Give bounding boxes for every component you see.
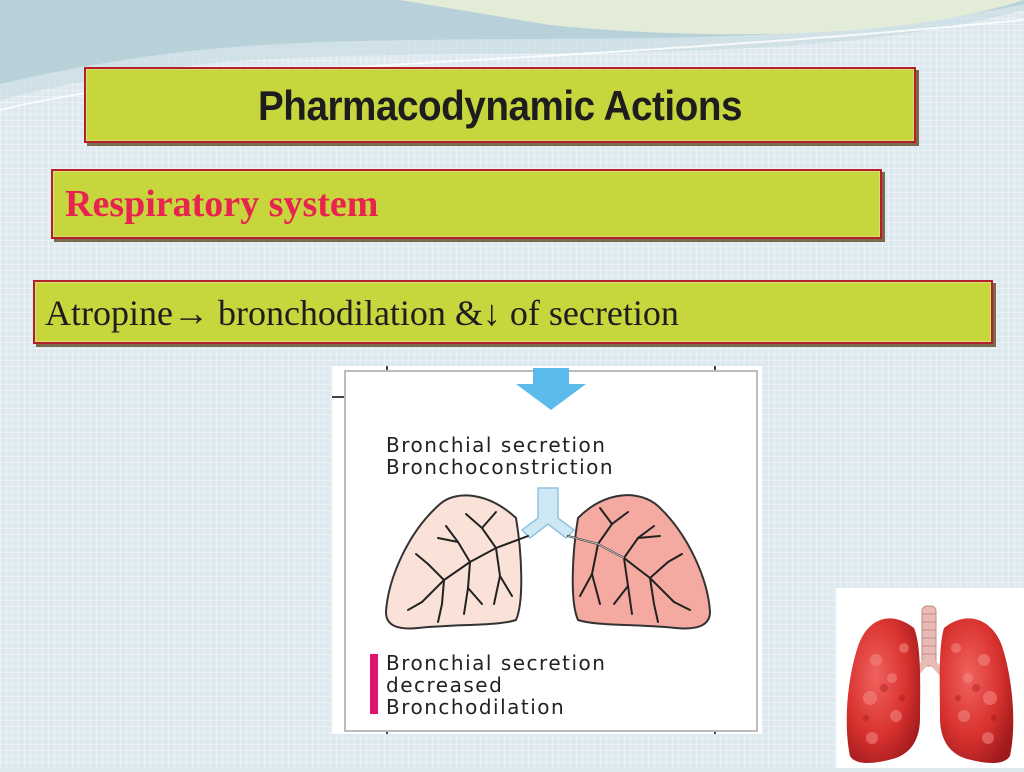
figure-bottom-line-2: decreased (386, 673, 504, 697)
figure-top-line-1: Bronchial secretion (386, 433, 607, 457)
slide-subtitle: Respiratory system (65, 183, 379, 225)
figure-top-line-2: Bronchoconstriction (386, 455, 615, 479)
statement-banner: Atropine→ bronchodilation &↓ of secretio… (33, 280, 993, 344)
lungs-photo-icon (846, 605, 1014, 763)
figure-panel: Bronchial secretion Bronchoconstriction (344, 368, 758, 732)
title-banner: Pharmacodynamic Actions (84, 67, 916, 143)
figure-tick (332, 396, 344, 398)
lungs-photo (836, 588, 1024, 768)
figure-top-caption: Bronchial secretion Bronchoconstriction (386, 434, 614, 478)
subtitle-banner: Respiratory system (51, 169, 882, 239)
figure-bottom-caption: Bronchial secretion decreased Bronchodil… (386, 652, 606, 718)
lungs-diagram (384, 487, 712, 630)
figure-bottom-line-3: Bronchodilation (386, 695, 566, 719)
bronchodilation-figure: Bronchial secretion Bronchoconstriction (332, 366, 762, 734)
slide-title: Pharmacodynamic Actions (257, 82, 743, 129)
figure-bottom-line-1: Bronchial secretion (386, 651, 607, 675)
down-arrow-icon (516, 368, 586, 410)
statement-text: Atropine→ bronchodilation &↓ of secretio… (45, 293, 679, 333)
indicator-bar (370, 654, 378, 714)
decorative-swoosh (0, 0, 1024, 111)
